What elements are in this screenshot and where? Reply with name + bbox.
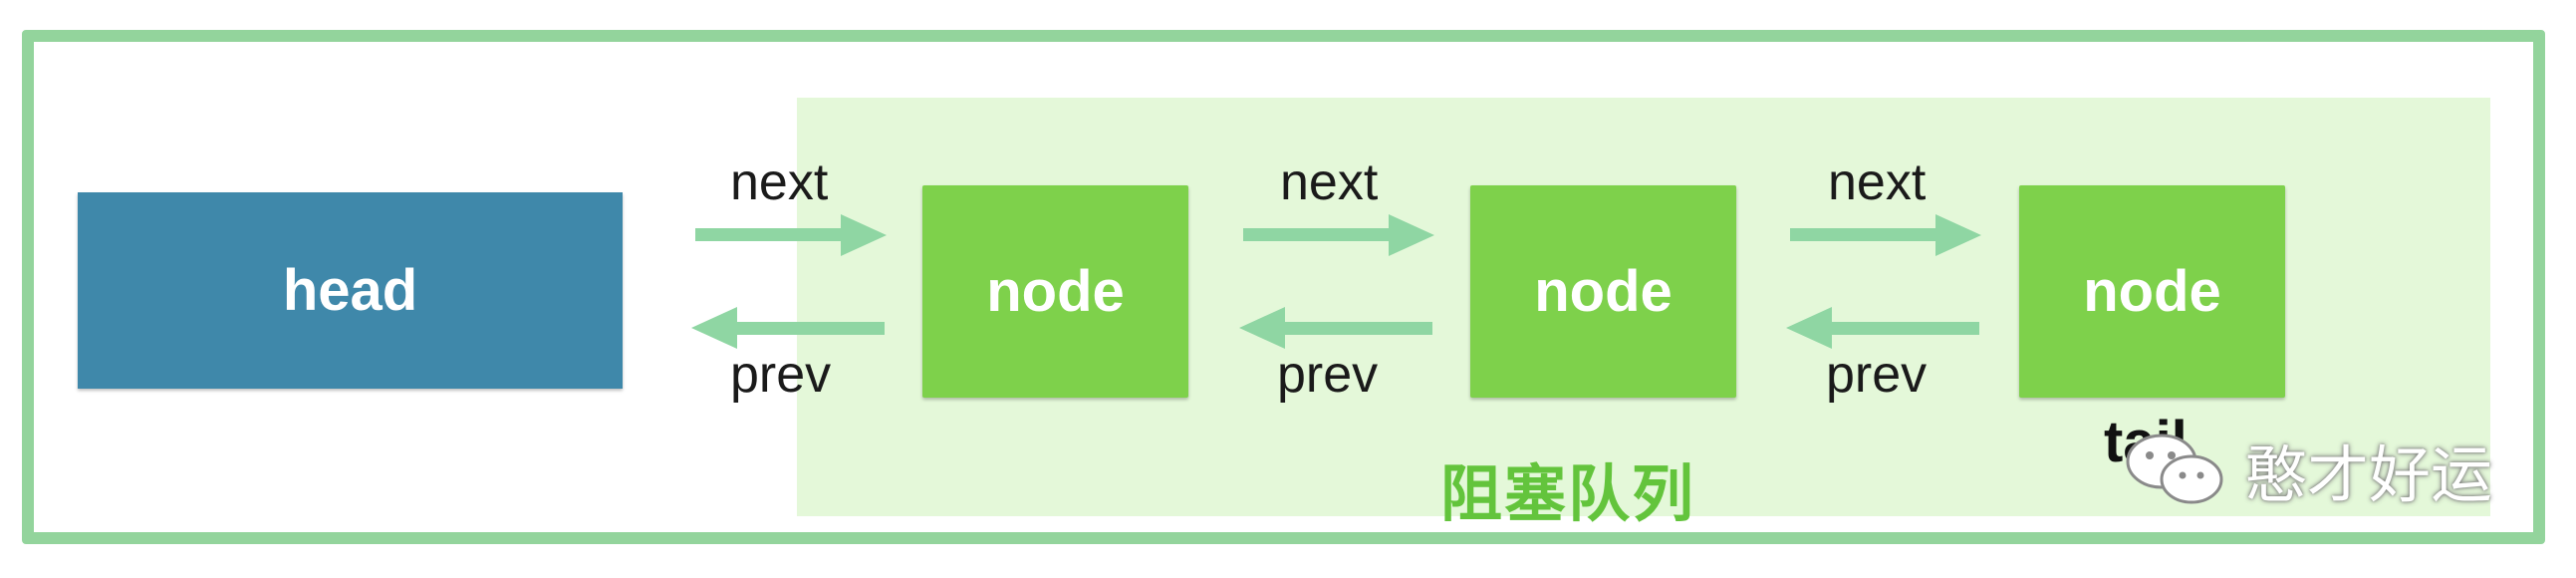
node-label-2: node <box>1534 259 1673 324</box>
next-label-1: next <box>730 153 829 211</box>
node-label-3: node <box>2083 259 2221 324</box>
prev-arrow-3 <box>1786 307 1979 349</box>
node-box-3: node <box>2019 185 2285 398</box>
prev-label-2: prev <box>1277 346 1379 404</box>
prev-arrow-2 <box>1239 307 1432 349</box>
node-box-2: node <box>1470 185 1736 398</box>
next-label-2: next <box>1280 153 1379 211</box>
watermark: 憨才好运 <box>2122 425 2492 514</box>
blocking-queue-label: 阻塞队列 <box>1440 457 1696 530</box>
node-label-1: node <box>986 259 1125 324</box>
diagram-frame <box>22 30 2545 544</box>
watermark-text: 憨才好运 <box>2245 438 2493 511</box>
head-box: head <box>78 192 623 389</box>
node-box-1: node <box>922 185 1188 398</box>
wechat-icon <box>2126 434 2223 504</box>
prev-label-1: prev <box>730 346 832 404</box>
head-label: head <box>282 258 418 323</box>
next-arrow-1 <box>695 214 887 256</box>
prev-label-3: prev <box>1826 346 1928 404</box>
next-arrow-3 <box>1790 214 1981 256</box>
prev-arrow-1 <box>691 307 885 349</box>
next-arrow-2 <box>1243 214 1434 256</box>
next-label-3: next <box>1828 153 1927 211</box>
